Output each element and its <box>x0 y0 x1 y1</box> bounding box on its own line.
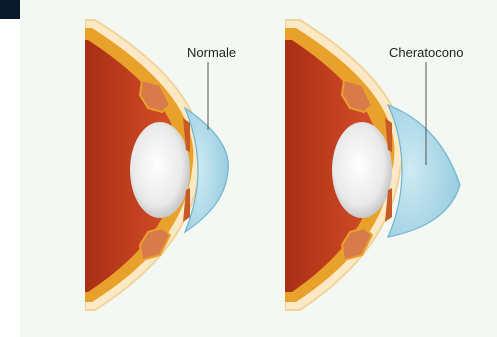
normal-label: Normale <box>187 45 236 60</box>
left-frame-strip <box>0 0 20 337</box>
normal-eye <box>85 20 228 310</box>
keratoconus-eye <box>285 20 460 310</box>
normal-eye-lens <box>130 122 190 218</box>
eye-comparison-illustration: Normale Cheratocono <box>20 0 497 337</box>
keratoconus-label: Cheratocono <box>389 45 463 60</box>
keratoconus-eye-lens <box>332 122 392 218</box>
corner-mark <box>0 0 20 19</box>
